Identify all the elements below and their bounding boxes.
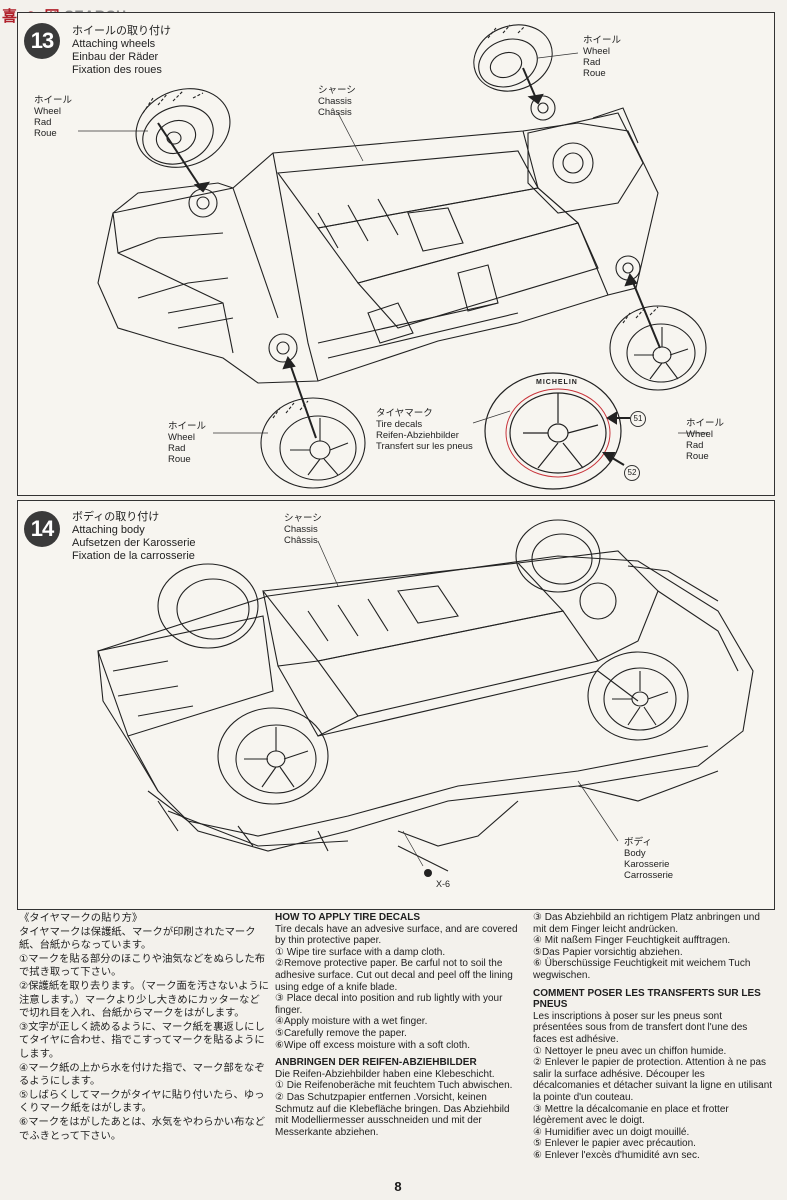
- instructions-french-title: COMMENT POSER LES TRANSFERTS SUR LES PNE…: [533, 987, 761, 1011]
- step-13-title: ホイールの取り付け Attaching wheels Einbau der Rä…: [72, 25, 171, 77]
- decal-number-51: 51: [630, 411, 646, 427]
- instructions-japanese: 《タイヤマークの貼り方》 タイヤマークは保護紙、マークが印刷されたマーク紙、台紙…: [19, 912, 269, 1142]
- decal-number-52: 52: [624, 465, 640, 481]
- step14-wheel-front-right: [217, 707, 329, 805]
- wheel-rear-right-top: [473, 24, 553, 92]
- step14-wheel-rear-left: [515, 519, 601, 593]
- step-14-title-fr: Fixation de la carrosserie: [72, 550, 195, 562]
- step-14-title: ボディの取り付け Attaching body Aufsetzen der Ka…: [72, 511, 196, 563]
- step-13-chassis-drawing: [78, 24, 708, 490]
- wheel-label-front-left: ホイール Wheel Rad Roue: [34, 95, 73, 139]
- step-13-badge: 13: [24, 23, 60, 59]
- step-14-title-jp: ボディの取り付け: [72, 511, 160, 523]
- step-13-title-jp: ホイールの取り付け: [72, 25, 171, 37]
- decal-tire: [484, 372, 622, 490]
- tire-brand-text: MICHELIN: [536, 379, 578, 386]
- wheel-label-rear-right-bottom: ホイール Wheel Rad Roue: [686, 418, 725, 462]
- instructions-german-title: ANBRINGEN DER REIFEN-ABZIEHBILDER: [275, 1057, 477, 1069]
- page-number: 8: [394, 1179, 402, 1194]
- step-14-panel: 14 ボディの取り付け Attaching body Aufsetzen der…: [17, 500, 775, 910]
- part-code-x6: X-6: [436, 879, 451, 889]
- step-13-title-fr: Fixation des roues: [72, 64, 162, 76]
- step-14-body-drawing: [97, 519, 754, 877]
- tire-decal-instructions: 《タイヤマークの貼り方》 タイヤマークは保護紙、マークが印刷されたマーク紙、台紙…: [17, 912, 773, 1170]
- body-label: ボディ Body Karosserie Carrosserie: [624, 837, 674, 881]
- chassis-label-13: シャーシ Chassis Châssis: [318, 85, 356, 118]
- step-13-title-de: Einbau der Räder: [72, 51, 159, 63]
- step-14-title-de: Aufsetzen der Karosserie: [72, 537, 196, 549]
- instructions-german-french: ③ Das Abziehbild an richtigem Platz anbr…: [533, 912, 773, 1161]
- wheel-rear-right-bottom: [609, 305, 707, 391]
- step-13-panel: 13 ホイールの取り付け Attaching wheels Einbau der…: [17, 12, 775, 496]
- wheel-front-left: [135, 88, 231, 168]
- step-14-badge: 14: [24, 511, 60, 547]
- step-14-title-en: Attaching body: [72, 524, 145, 536]
- wheel-label-front-right-bottom: ホイール Wheel Rad Roue: [168, 421, 207, 465]
- step-13-title-en: Attaching wheels: [72, 38, 156, 50]
- step14-wheel-rear-right: [587, 651, 689, 741]
- wheel-front-right-bottom: [260, 397, 366, 489]
- wheel-label-rear-right-top: ホイール Wheel Rad Roue: [583, 35, 622, 79]
- step14-wheel-front-left: [157, 563, 259, 649]
- instructions-english: HOW TO APPLY TIRE DECALS Tire decals hav…: [275, 912, 521, 1138]
- chassis-label-14: シャーシ Chassis Châssis: [284, 513, 322, 546]
- instructions-english-title: HOW TO APPLY TIRE DECALS: [275, 912, 421, 923]
- tire-decal-label: タイヤマーク Tire decals Reifen-Abziehbilder T…: [376, 408, 473, 452]
